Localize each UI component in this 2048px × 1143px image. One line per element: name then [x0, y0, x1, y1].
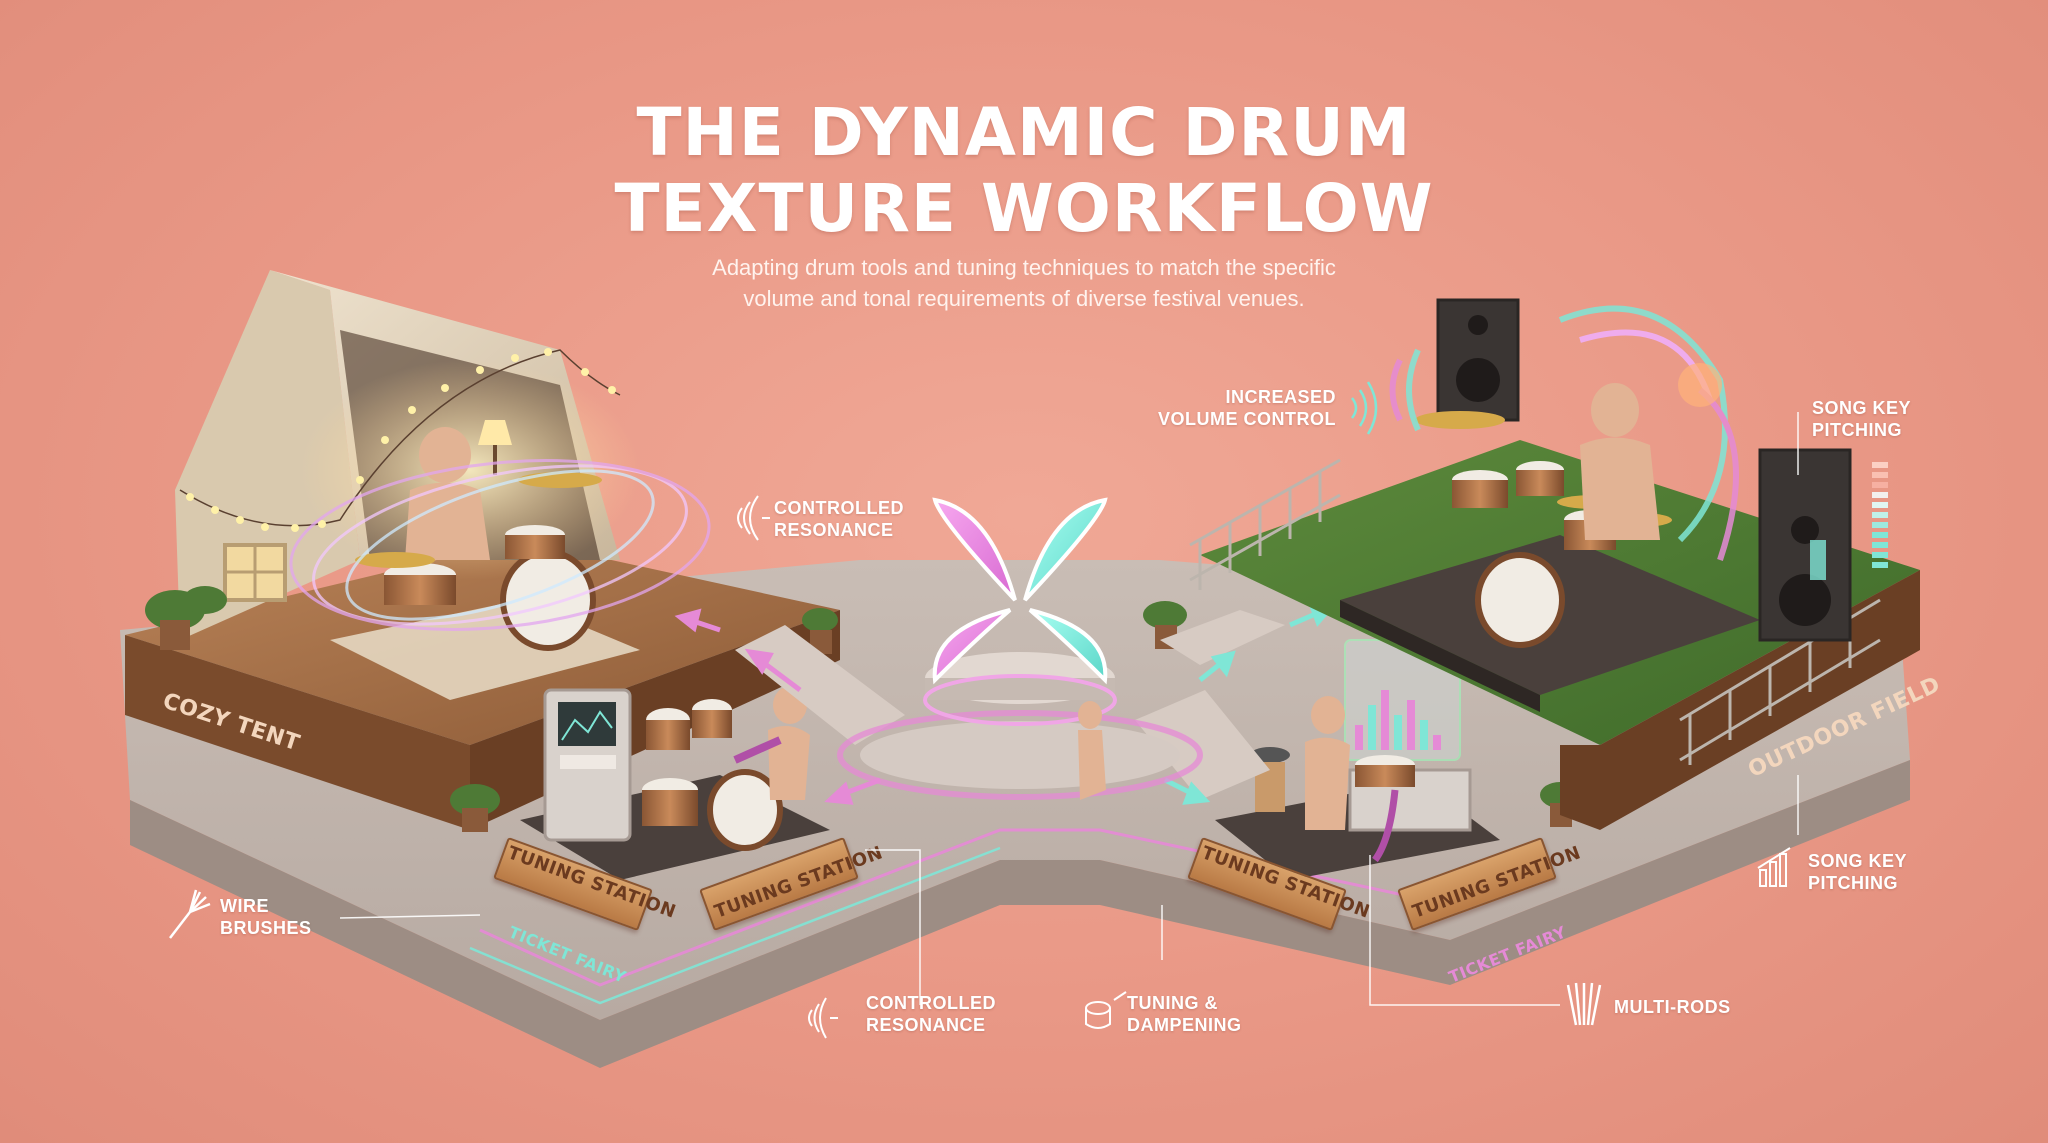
- callout-line: MULTI-RODS: [1614, 997, 1731, 1017]
- subtitle-line1: Adapting drum tools and tuning technique…: [712, 255, 1336, 280]
- callout-line: INCREASED: [1225, 387, 1336, 407]
- callout-line: RESONANCE: [774, 520, 894, 540]
- callout-controlled-resonance-top: CONTROLLED RESONANCE: [774, 497, 904, 541]
- callout-line: RESONANCE: [866, 1015, 986, 1035]
- outdoor-field: [1189, 298, 1920, 830]
- left-tuning-station: [520, 686, 830, 880]
- callout-line: VOLUME CONTROL: [1158, 409, 1336, 429]
- page-title-line2: TEXTURE WORKFLOW: [614, 170, 1434, 247]
- sound-wave-icon: [1350, 381, 1378, 435]
- callout-line: SONG KEY: [1812, 398, 1912, 418]
- ramps: [674, 603, 1335, 805]
- callout-multi-rods: MULTI-RODS: [1614, 996, 1731, 1018]
- callout-song-key-top: SONG KEY PITCHING: [1812, 397, 1911, 441]
- bars-icon: [1757, 847, 1791, 887]
- callout-wire-brushes: WIRE BRUSHES: [220, 895, 312, 939]
- callout-increased-volume: INCREASED VOLUME CONTROL: [1146, 386, 1336, 430]
- callout-line: SONG KEY: [1808, 851, 1908, 871]
- callout-line: PITCHING: [1812, 420, 1903, 440]
- callout-line: WIRE: [220, 896, 269, 916]
- wave-icon: [737, 495, 770, 541]
- right-tuning-station: [1215, 639, 1500, 880]
- subtitle-line2: volume and tonal requirements of diverse…: [743, 286, 1305, 311]
- callout-line: DAMPENING: [1127, 1015, 1242, 1035]
- level-meter-icon: [1872, 462, 1888, 568]
- callout-controlled-resonance-bottom: CONTROLLED RESONANCE: [866, 992, 996, 1036]
- tent-drummer: [289, 427, 711, 651]
- wave-icon: [808, 997, 838, 1039]
- callout-line: TUNING &: [1127, 993, 1218, 1013]
- drum-key-icon: [1085, 991, 1127, 1029]
- tent: [175, 270, 640, 640]
- callout-song-key-bottom: SONG KEY PITCHING: [1808, 850, 1907, 894]
- callout-line: CONTROLLED: [774, 498, 904, 518]
- callout-line: BRUSHES: [220, 918, 312, 938]
- callout-line: CONTROLLED: [866, 993, 996, 1013]
- central-hub: [837, 497, 1203, 800]
- rods-icon: [1566, 982, 1602, 1026]
- callout-tuning-dampening: TUNING & DAMPENING: [1127, 992, 1242, 1036]
- page-title-line1: THE DYNAMIC DRUM: [636, 94, 1412, 171]
- brush-icon: [169, 889, 211, 939]
- callout-line: PITCHING: [1808, 873, 1899, 893]
